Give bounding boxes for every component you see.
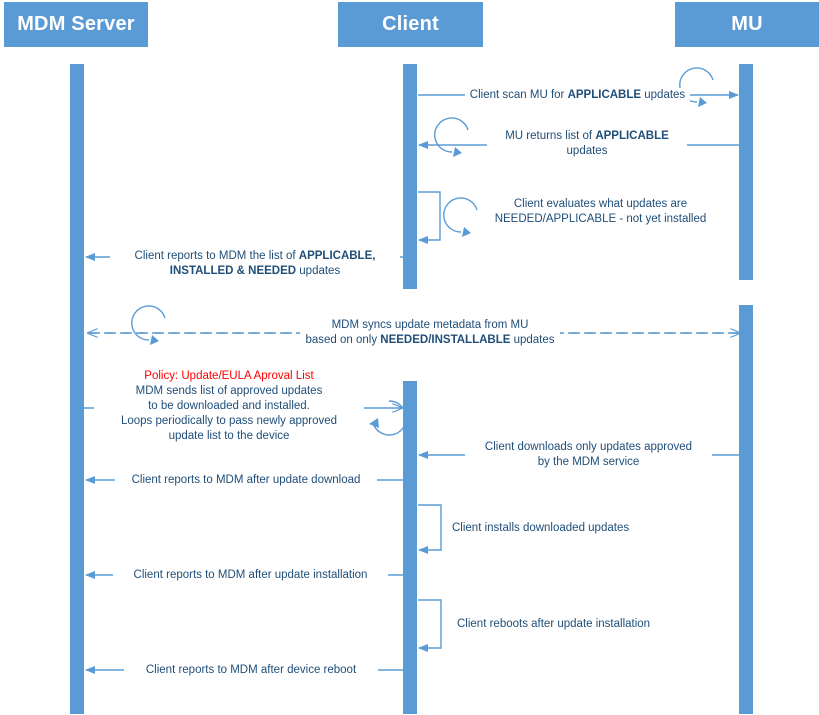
- message-label-m8: Client reports to MDM after update downl…: [115, 473, 377, 488]
- message-label-m2-line2: updates: [566, 145, 608, 157]
- message-label-m6-line1: MDM sends list of approved updates: [135, 385, 323, 397]
- message-label-m6-line4: update list to the device: [168, 430, 290, 442]
- message-label-m4: Client reports to MDM the list of APPLIC…: [110, 249, 400, 279]
- message-label-m2: MU returns list of APPLICABLE updates: [487, 129, 687, 159]
- message-label-m9-line1: Client installs downloaded updates: [452, 522, 630, 534]
- actor-header-client[interactable]: Client: [338, 2, 483, 47]
- message-label-m4-line2: INSTALLED & NEEDED updates: [169, 265, 341, 277]
- message-arrow-m3-self: [418, 191, 478, 244]
- message-label-m7: Client downloads only updates approved b…: [465, 440, 712, 470]
- actor-header-mdm-server-label: MDM Server: [17, 13, 135, 35]
- message-label-m6-line3: Loops periodically to pass newly approve…: [120, 415, 338, 427]
- message-label-m1-line1: Client scan MU for APPLICABLE updates: [469, 89, 686, 101]
- message-label-m4-line1: Client reports to MDM the list of APPLIC…: [134, 250, 376, 262]
- message-label-m8-line1: Client reports to MDM after update downl…: [131, 474, 361, 486]
- message-label-m6-line2: to be downloaded and installed.: [148, 400, 310, 412]
- actor-header-mdm-server[interactable]: MDM Server: [4, 2, 148, 47]
- message-label-m11-line1: Client reboots after update installation: [457, 618, 651, 630]
- actor-header-mu[interactable]: MU: [675, 2, 819, 47]
- message-label-m1: Client scan MU for APPLICABLE updates: [465, 88, 690, 103]
- message-label-m6: Policy: Update/EULA Aproval List MDM sen…: [94, 369, 364, 444]
- message-label-m5: MDM syncs update metadata from MU based …: [300, 318, 560, 348]
- message-label-m6-policy: Policy: Update/EULA Aproval List: [144, 370, 314, 382]
- message-label-m10: Client reports to MDM after update insta…: [113, 568, 388, 583]
- message-arrow-m11-self: [418, 599, 442, 652]
- lifeline-mu-segment-1: [739, 64, 753, 280]
- actor-header-client-label: Client: [382, 13, 439, 35]
- message-label-m5-line2: based on only NEEDED/INSTALLABLE updates: [305, 334, 555, 346]
- message-label-m10-line1: Client reports to MDM after update insta…: [133, 569, 368, 581]
- lifeline-mu-segment-2: [739, 305, 753, 714]
- message-label-m7-line1: Client downloads only updates approved: [484, 441, 693, 453]
- message-label-m3-line2: NEEDED/APPLICABLE - not yet installed: [494, 213, 707, 225]
- lifeline-mdm-server: [70, 64, 84, 714]
- lifeline-client-segment-2: [403, 381, 417, 714]
- message-label-m7-line2: by the MDM service: [537, 456, 640, 468]
- message-label-m3: Client evaluates what updates are NEEDED…: [488, 197, 713, 227]
- message-label-m9: Client installs downloaded updates: [452, 521, 652, 536]
- actor-header-mu-label: MU: [731, 13, 763, 35]
- message-arrow-m9-self: [418, 504, 442, 554]
- message-label-m12: Client reports to MDM after device reboo…: [124, 663, 378, 678]
- message-label-m2-line1: MU returns list of APPLICABLE: [505, 130, 669, 142]
- message-label-m3-line1: Client evaluates what updates are: [513, 198, 688, 210]
- message-label-m5-line1: MDM syncs update metadata from MU: [331, 319, 529, 331]
- message-label-m11: Client reboots after update installation: [457, 617, 687, 632]
- message-label-m12-line1: Client reports to MDM after device reboo…: [145, 664, 357, 676]
- lifeline-client-segment-1: [403, 64, 417, 289]
